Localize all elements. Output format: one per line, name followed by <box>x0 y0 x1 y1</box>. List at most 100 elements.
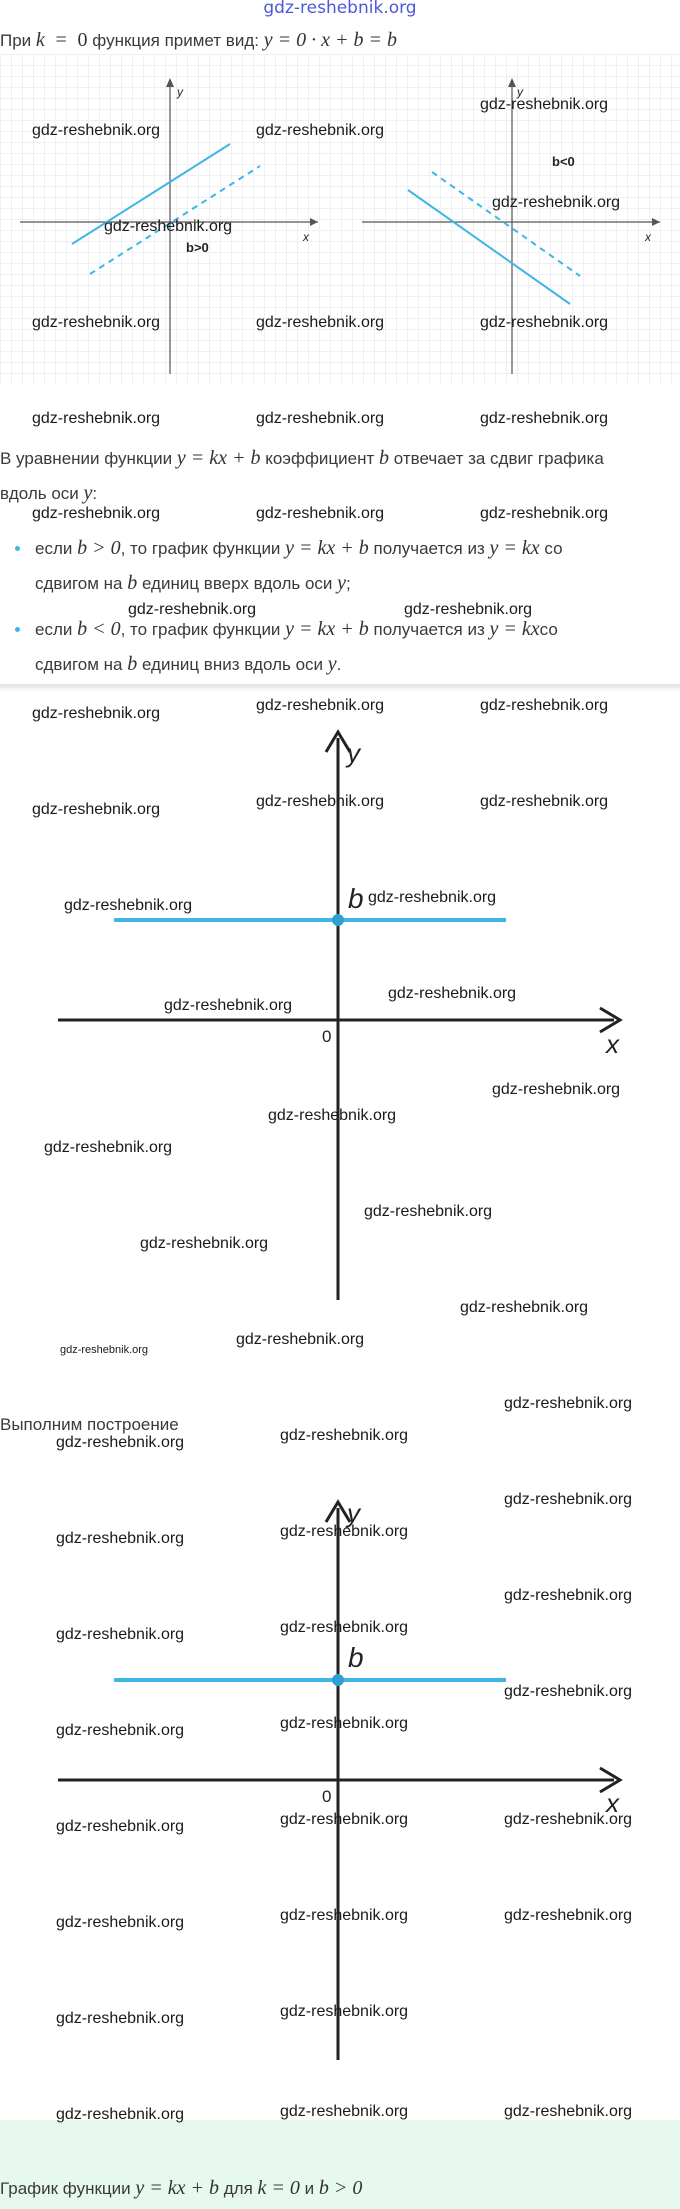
footer-text-c: и <box>304 2179 315 2198</box>
bullet-1-var: b <box>127 572 138 594</box>
watermark: gdz-reshebnik.org <box>492 194 621 211</box>
watermark: gdz-reshebnik.org <box>56 1434 185 1451</box>
intro-zero: 0 <box>77 29 88 51</box>
intro-k: k <box>35 29 45 51</box>
intro-eq: = <box>55 29 67 51</box>
watermark: gdz-reshebnik.org <box>364 1203 493 1220</box>
bullet-1-end: ; <box>346 574 351 593</box>
footer-band <box>0 2120 680 2209</box>
watermark: gdz-reshebnik.org <box>164 997 293 1014</box>
intro-suffix: функция примет вид: <box>92 31 259 50</box>
watermark: gdz-reshebnik.org <box>504 1811 633 1828</box>
watermark: gdz-reshebnik.org <box>256 505 385 522</box>
bullet-2-axis: y <box>327 653 337 675</box>
watermark: gdz-reshebnik.org <box>504 1683 633 1700</box>
watermark: gdz-reshebnik.org <box>236 1331 365 1348</box>
bullet-2-text-a: если <box>35 620 73 639</box>
fig1-left-y-arrow <box>166 78 174 87</box>
watermark: gdz-reshebnik.org <box>56 1818 185 1835</box>
paragraph-text-b: коэффициент <box>265 449 375 468</box>
watermark: gdz-reshebnik.org <box>140 1235 269 1252</box>
watermark: gdz-reshebnik.org <box>32 801 161 818</box>
footer-text-a: График функции <box>0 2179 131 2198</box>
footer-formula: y = kx + b <box>135 2177 220 2199</box>
watermark: gdz-reshebnik.org <box>504 1395 633 1412</box>
fig1-right-dashed-line <box>431 171 581 277</box>
fig2-x-arrow <box>599 1006 623 1034</box>
bullet-1-line2: сдвигом на b единиц вверх вдоль оси y; <box>35 571 351 596</box>
section-divider <box>0 684 680 692</box>
watermark: gdz-reshebnik.org <box>280 1811 409 1828</box>
watermark: gdz-reshebnik.org <box>56 1722 185 1739</box>
watermark: gdz-reshebnik.org <box>104 218 233 235</box>
watermark: gdz-reshebnik.org <box>368 889 497 906</box>
bullet-2-formula2: y = kx <box>489 618 540 640</box>
paragraph-text-c: отвечает за сдвиг графика <box>393 449 604 468</box>
watermark: gdz-reshebnik.org <box>280 1427 409 1444</box>
intro-prefix: При <box>0 31 32 50</box>
watermark: gdz-reshebnik.org <box>32 314 161 331</box>
bullet-2-line2: сдвигом на b единиц вниз вдоль оси y. <box>35 652 341 677</box>
fig1-right-x-arrow <box>652 218 660 226</box>
watermark: gdz-reshebnik.org <box>480 697 609 714</box>
watermark: gdz-reshebnik.org <box>480 793 609 810</box>
watermark: gdz-reshebnik.org <box>460 1299 589 1316</box>
fig3-x-arrow <box>599 1766 623 1794</box>
fig1-left-dashed-line <box>89 165 261 275</box>
fig1-right-y-arrow <box>508 78 516 87</box>
fig1-right-x-label: x <box>644 230 652 244</box>
watermark: gdz-reshebnik.org <box>504 2103 633 2120</box>
bullet-dot-1 <box>15 546 20 551</box>
watermark: gdz-reshebnik.org <box>56 1626 185 1643</box>
fig3-b-label: b <box>348 1642 364 1673</box>
bullet-2-text-c: получается из <box>373 620 485 639</box>
watermark: gdz-reshebnik.org <box>480 505 609 522</box>
site-link[interactable]: gdz-reshebnik.org <box>263 0 417 18</box>
watermark: gdz-reshebnik.org <box>32 505 161 522</box>
build-caption: Выполним построение <box>0 1415 179 1434</box>
watermark: gdz-reshebnik.org <box>32 705 161 722</box>
paragraph-line2-var: y <box>83 482 93 504</box>
watermark: gdz-reshebnik.org <box>256 122 385 139</box>
watermark: gdz-reshebnik.org <box>280 1907 409 1924</box>
watermark: gdz-reshebnik.org <box>504 1491 633 1508</box>
bullet-1-text-d: со <box>544 539 563 558</box>
footer-caption: График функции y = kx + b для k = 0 и b … <box>0 2176 362 2201</box>
watermark: gdz-reshebnik.org <box>32 410 161 427</box>
watermark: gdz-reshebnik.org <box>480 410 609 427</box>
bullet-2-text-b: , то график функции <box>120 620 281 639</box>
watermark: gdz-reshebnik.org <box>280 1523 409 1540</box>
watermark: gdz-reshebnik.org <box>280 1715 409 1732</box>
watermark: gdz-reshebnik.org <box>404 601 533 618</box>
watermark: gdz-reshebnik.org <box>256 314 385 331</box>
bullet-2-end: . <box>336 655 342 674</box>
bullet-2-cond: b < 0 <box>77 618 121 640</box>
watermark: gdz-reshebnik.org <box>56 1914 185 1931</box>
paragraph-text-a: В уравнении функции <box>0 449 173 468</box>
figure2-graph: y x 0 b <box>58 729 623 1300</box>
bullet-1-text-c: получается из <box>373 539 485 558</box>
paragraph-var-b: b <box>379 447 390 469</box>
watermark: gdz-reshebnik.org <box>280 1619 409 1636</box>
fig2-x-label: x <box>604 1029 620 1059</box>
bullet-1-cond: b > 0 <box>77 537 121 559</box>
bullet-1-text-a: если <box>35 539 73 558</box>
watermark: gdz-reshebnik.org <box>480 96 609 113</box>
bullet-2-text-d: со <box>539 620 558 639</box>
fig1-left-x-label: x <box>302 230 310 244</box>
fig3-b-point <box>332 1674 344 1686</box>
watermark: gdz-reshebnik.org <box>480 314 609 331</box>
fig3-origin-label: 0 <box>322 1787 331 1806</box>
watermark: gdz-reshebnik.org <box>280 2003 409 2020</box>
bullet-1-line2-b: единиц вверх вдоль оси <box>141 574 333 593</box>
intro-formula: y = 0 · x + b = b <box>263 29 397 51</box>
fig1-left-b-label: b>0 <box>186 240 209 255</box>
watermark: gdz-reshebnik.org <box>64 897 193 914</box>
bullet-1-formula2: y = kx <box>489 537 540 559</box>
footer-text-b: для <box>223 2179 253 2198</box>
bullet-1-axis: y <box>337 572 347 594</box>
watermark: gdz-reshebnik.org <box>56 2106 185 2123</box>
watermark: gdz-reshebnik.org <box>388 985 517 1002</box>
watermark: gdz-reshebnik.org <box>268 1107 397 1124</box>
figure1-graph: y x b>0 y x b<0 <box>20 78 660 374</box>
